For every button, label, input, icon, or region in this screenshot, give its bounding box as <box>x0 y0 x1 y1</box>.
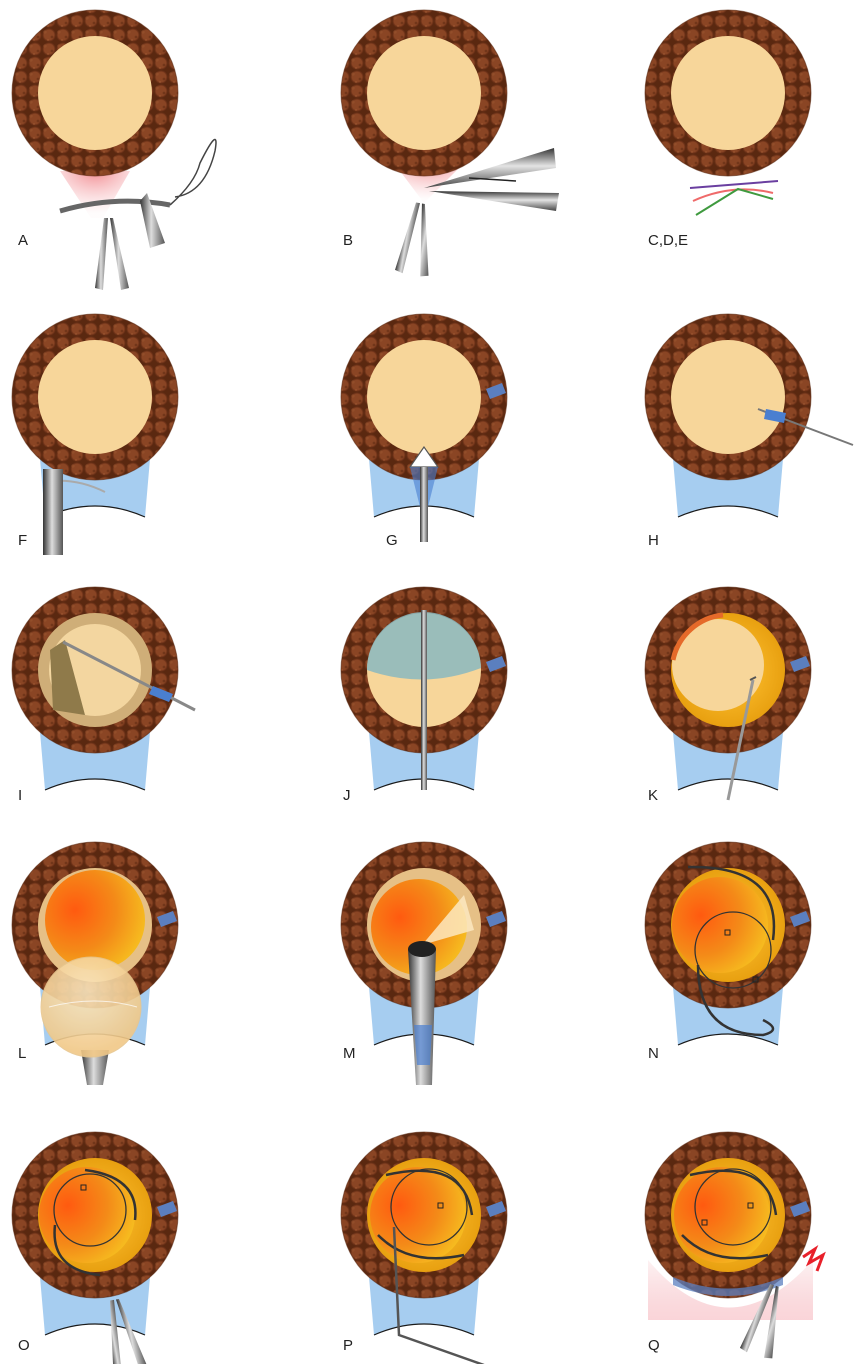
cataract-nucleus <box>45 870 145 970</box>
incision-line-green <box>696 189 773 215</box>
panel-m: M <box>341 842 507 1085</box>
lens <box>367 340 481 454</box>
panel-label: G <box>386 532 398 549</box>
panel-h: H <box>645 314 853 549</box>
viscoelastic-cannula-icon <box>421 610 427 790</box>
lens <box>38 340 152 454</box>
panel-label: J <box>343 787 351 804</box>
panel-label: A <box>18 232 28 249</box>
incision-line-purple <box>690 181 778 188</box>
cautery-probe-icon <box>43 469 63 555</box>
forceps-icon <box>395 201 441 278</box>
panel-l: L <box>12 842 178 1085</box>
panel-label: N <box>648 1045 659 1062</box>
panel-i: I <box>12 587 195 804</box>
panel-label: Q <box>648 1337 660 1354</box>
panel-n: N <box>645 842 811 1062</box>
panel-label: L <box>18 1045 26 1062</box>
panel-label: F <box>18 532 27 549</box>
panel-o: O <box>12 1132 178 1364</box>
lens <box>38 36 152 150</box>
panel-label: O <box>18 1337 30 1354</box>
lens <box>671 340 785 454</box>
panel-g: G <box>341 314 507 549</box>
panel-b: B <box>341 10 559 278</box>
panel-k: K <box>645 587 811 804</box>
lens <box>671 36 785 150</box>
panel-j: J <box>341 587 507 804</box>
capsular-bag <box>674 1167 770 1263</box>
retractor-arc <box>60 201 170 211</box>
incision-lines-icon <box>690 181 778 215</box>
panel-a: A <box>12 10 216 290</box>
panel-label: M <box>343 1045 356 1062</box>
forceps-icon <box>95 218 129 290</box>
panel-q: Q <box>645 1132 823 1360</box>
panel-cde: C,D,E <box>645 10 811 249</box>
panel-label: I <box>18 787 22 804</box>
panels-layer: A B C,D,E F G H I J K L M N O P Q <box>12 10 853 1364</box>
capsular-bag <box>370 1167 466 1263</box>
hemorrhage-fan <box>60 171 130 218</box>
suture-needle-icon <box>170 139 216 205</box>
panel-label: K <box>648 787 658 804</box>
panel-label: B <box>343 232 353 249</box>
capsular-bag <box>672 877 768 973</box>
panel-f: F <box>12 314 178 555</box>
panel-p: P <box>341 1132 507 1364</box>
expressed-nucleus <box>41 957 141 1057</box>
panel-label: C,D,E <box>648 232 688 249</box>
lens <box>367 36 481 150</box>
panel-label: P <box>343 1337 353 1354</box>
panel-label: H <box>648 532 659 549</box>
